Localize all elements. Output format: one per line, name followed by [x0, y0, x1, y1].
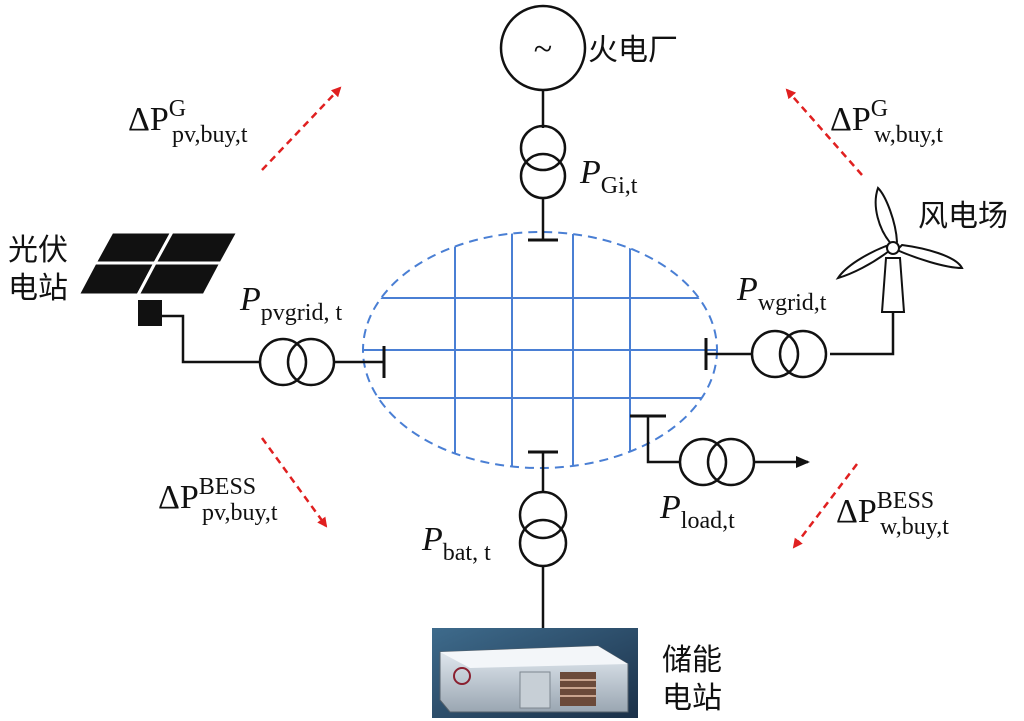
arrow-pv-buy-bess — [260, 437, 328, 528]
pv-station-label-2: 电站 — [8, 271, 68, 306]
battery-storage-image — [432, 628, 638, 718]
storage-label-1: 储能 — [662, 643, 722, 678]
p-load-label: Pload,t — [659, 489, 735, 534]
p-pvgrid-label: Ppvgrid, t — [239, 281, 342, 326]
p-wgrid-label: Pwgrid,t — [736, 271, 827, 316]
power-grid — [362, 231, 718, 469]
transformer-icon — [750, 329, 828, 379]
transformer-icon — [519, 124, 567, 200]
arrow-w-buy-g — [785, 88, 863, 176]
inverter-icon — [138, 300, 162, 326]
grid-mesh — [363, 232, 717, 468]
p-bat-label: Pbat, t — [421, 521, 491, 566]
thermal-plant-label: 火电厂 — [588, 33, 678, 68]
generator-symbol: ~ — [534, 31, 552, 68]
wind-turbine-icon — [835, 186, 964, 313]
storage-label-2: 电站 — [662, 681, 722, 716]
arrow-w-buy-bess — [792, 463, 858, 549]
purchase-arrows — [260, 86, 863, 549]
wind-farm-label: 风电场 — [918, 199, 1008, 234]
load-branch: Pload,t — [630, 414, 810, 534]
wind-farm: 风电场 Pwgrid,t — [704, 186, 1008, 379]
pv-station: 光伏 电站 Ppvgrid, t — [8, 230, 386, 387]
thermal-plant: ~ 火电厂 PGi,t — [499, 4, 678, 242]
solar-panel-icon — [75, 230, 241, 297]
transformer-icon — [678, 437, 756, 487]
transformer-icon — [518, 490, 568, 568]
arrow-pv-buy-g — [261, 86, 342, 171]
transformer-icon — [258, 337, 336, 387]
p-gi-label: PGi,t — [579, 154, 638, 199]
storage-station: 储能 电站 Pbat, t — [421, 450, 722, 718]
pv-station-label-1: 光伏 — [8, 233, 68, 268]
